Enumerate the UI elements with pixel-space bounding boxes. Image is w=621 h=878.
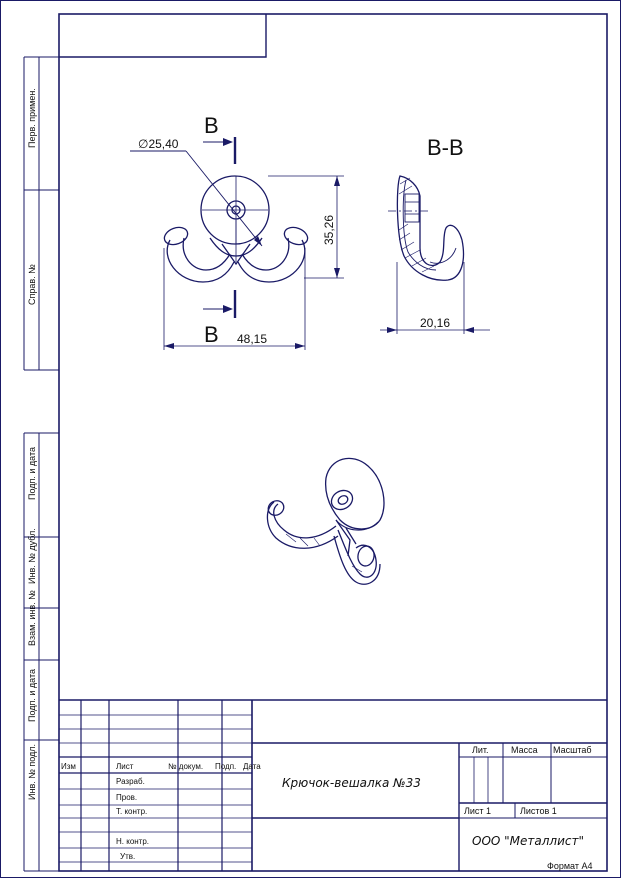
col-header-date: Дата [243, 762, 261, 771]
col-header-doc: № докум. [168, 762, 203, 771]
dim-width-text: 48,15 [237, 332, 267, 346]
section-marker-top: В [203, 113, 237, 164]
mass-label: Масса [511, 745, 538, 755]
sheets-label: Листов 1 [520, 806, 557, 816]
side-label-podp-1: Подп. и дата [27, 447, 37, 500]
format-label: Формат А4 [547, 861, 592, 871]
role-nkontr: Н. контр. [116, 837, 149, 846]
dim-depth-text: 20,16 [420, 316, 450, 330]
section-letter-top: В [204, 113, 219, 138]
front-view [163, 175, 309, 283]
section-title: В-В [427, 135, 464, 160]
dim-width: 48,15 [163, 248, 306, 350]
side-labels: Перв. примен. Справ. № Подп. и дата Инв.… [27, 88, 37, 800]
role-prov: Пров. [116, 793, 137, 802]
isometric-view [266, 457, 385, 585]
part-name: Крючок-вешалка №33 [282, 776, 421, 790]
col-header-list: Лист [116, 762, 134, 771]
section-hatching [398, 177, 435, 273]
role-utv: Утв. [120, 852, 135, 861]
dim-diameter: ∅25,40 [130, 137, 263, 247]
scale-label: Масштаб [553, 745, 592, 755]
section-view [396, 175, 465, 281]
col-header-podp: Подп. [215, 762, 236, 771]
role-tkontr: Т. контр. [116, 807, 147, 816]
lit-label: Лит. [472, 745, 489, 755]
side-strip [23, 56, 59, 872]
side-label-perv: Перв. примен. [27, 88, 37, 148]
title-block-text: Изм Лист № докум. Подп. Дата Разраб. Про… [61, 745, 592, 861]
sheet-label: Лист 1 [464, 806, 491, 816]
side-label-vzam: Взам. инв. № [27, 590, 37, 646]
col-header-izm: Изм [61, 762, 76, 771]
side-label-inv-dubl: Инв. № дубл. [27, 528, 37, 584]
dim-depth: 20,16 [380, 262, 490, 334]
dim-diameter-text: ∅25,40 [138, 137, 179, 151]
dim-height: 35,26 [268, 175, 344, 279]
side-label-podp-2: Подп. и дата [27, 669, 37, 722]
side-label-sprav: Справ. № [27, 264, 37, 305]
isometric-hatch [285, 533, 363, 573]
dim-height-text: 35,26 [322, 215, 336, 245]
section-letter-bottom: В [204, 322, 219, 347]
role-razrab: Разраб. [116, 777, 145, 786]
side-label-inv-podl: Инв. № подл. [27, 744, 37, 800]
title-block-grid [59, 699, 607, 871]
company-name: ООО "Металлист" [472, 834, 584, 848]
section-marker-bottom: В [203, 290, 237, 347]
